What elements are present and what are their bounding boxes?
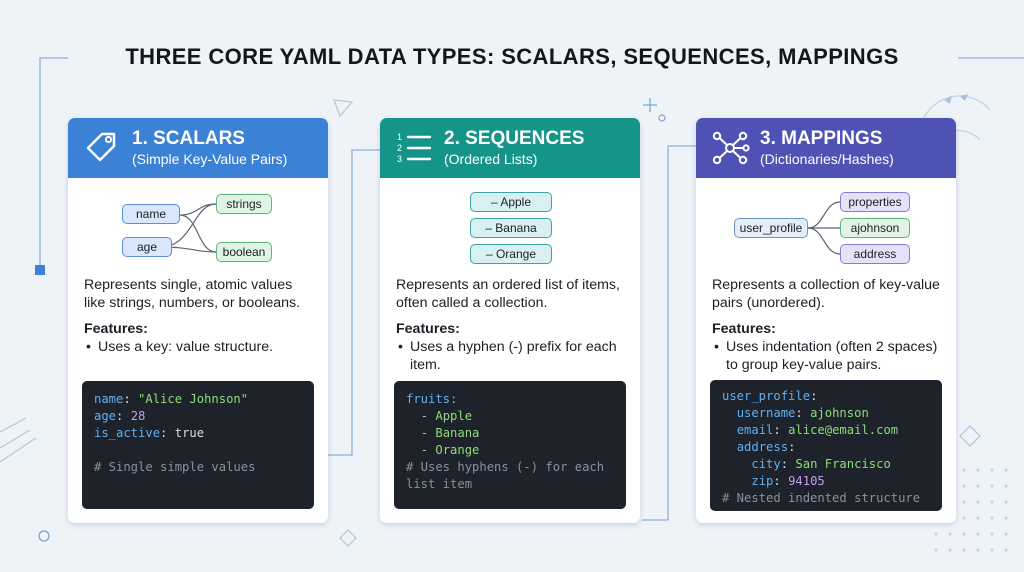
code-value: - Orange bbox=[420, 443, 480, 457]
node-properties: properties bbox=[840, 192, 910, 212]
network-nodes-icon bbox=[712, 131, 750, 165]
sequences-description: Represents an ordered list of items, oft… bbox=[380, 276, 640, 312]
description-line: often called a collection. bbox=[396, 295, 548, 311]
node-strings: strings bbox=[216, 194, 272, 214]
description-line: pairs (unordered). bbox=[712, 295, 825, 311]
code-comment: # Single simple values bbox=[94, 460, 256, 474]
code-value: - Banana bbox=[420, 426, 480, 440]
code-value: 28 bbox=[130, 409, 146, 423]
tag-icon bbox=[86, 132, 116, 162]
node-address: address bbox=[840, 244, 910, 264]
code-comment: # Nested indented structure bbox=[722, 491, 921, 505]
code-value: San Francisco bbox=[795, 457, 891, 471]
code-key: city bbox=[751, 457, 781, 471]
mappings-title: 3. MAPPINGS bbox=[760, 128, 883, 149]
features-title: Features: bbox=[396, 321, 460, 337]
code-key: address bbox=[736, 440, 789, 454]
code-value: alice@email.com bbox=[788, 423, 899, 437]
sequences-diagram: – Apple – Banana – Orange bbox=[380, 178, 640, 276]
code-key: name bbox=[94, 392, 124, 406]
node-user-profile: user_profile bbox=[734, 218, 808, 238]
bullet: • bbox=[86, 339, 91, 355]
mappings-description: Represents a collection of key-value pai… bbox=[696, 276, 956, 312]
node-boolean: boolean bbox=[216, 242, 272, 262]
code-value: ajohnson bbox=[810, 406, 869, 420]
code-key: email bbox=[736, 423, 774, 437]
list-digit: 2 bbox=[397, 143, 402, 153]
code-value: true bbox=[174, 426, 205, 440]
scalars-card-header: 1. SCALARS (Simple Key-Value Pairs) bbox=[68, 118, 328, 178]
mappings-card: 3. MAPPINGS (Dictionaries/Hashes) user_p… bbox=[696, 118, 956, 523]
node-ajohnson: ajohnson bbox=[840, 218, 910, 238]
feature-text: Uses a key: value structure. bbox=[98, 339, 274, 355]
sequences-title: 2. SEQUENCES bbox=[444, 128, 585, 149]
feature-line: Uses indentation (often 2 spaces) bbox=[726, 339, 938, 355]
mappings-diagram: user_profile properties ajohnson address bbox=[696, 178, 956, 276]
code-key: age bbox=[94, 409, 117, 423]
feature-item: • Uses a hyphen (-) prefix for each item… bbox=[380, 338, 640, 374]
list-digit: 1 bbox=[397, 132, 402, 142]
mappings-code-block: user_profile: username: ajohnson email: … bbox=[710, 380, 942, 511]
feature-text: Uses a hyphen (-) prefix for each item. bbox=[410, 338, 617, 374]
scalars-connectors bbox=[159, 203, 217, 253]
code-key: is_active bbox=[94, 426, 161, 440]
scalars-card: 1. SCALARS (Simple Key-Value Pairs) name… bbox=[68, 118, 328, 523]
description-line: Represents single, atomic values bbox=[84, 277, 293, 293]
list-digit: 3 bbox=[397, 154, 402, 164]
features-title: Features: bbox=[84, 321, 148, 337]
code-value: - Apple bbox=[420, 409, 473, 423]
node-banana: – Banana bbox=[470, 218, 552, 238]
sequences-card-header: 1 2 3 2. SEQUENCES (Ordered Lists) bbox=[380, 118, 640, 178]
feature-item: • Uses a key: value structure. bbox=[68, 338, 328, 356]
code-comment: list item bbox=[406, 477, 473, 491]
features-title: Features: bbox=[712, 321, 776, 337]
sequences-code-block: fruits: - Apple - Banana - Orange # Uses… bbox=[394, 381, 626, 509]
feature-line: to group key-value pairs. bbox=[726, 357, 882, 373]
sequences-card: 1 2 3 2. SEQUENCES (Ordered Lists) – App… bbox=[380, 118, 640, 523]
node-name: name bbox=[122, 204, 180, 224]
feature-item: • Uses indentation (often 2 spaces) to g… bbox=[696, 338, 956, 374]
sequences-subtitle: (Ordered Lists) bbox=[444, 151, 538, 167]
scalars-description: Represents single, atomic values like st… bbox=[68, 276, 328, 312]
mappings-connectors bbox=[807, 201, 841, 255]
code-key: fruits: bbox=[406, 392, 458, 406]
node-age: age bbox=[122, 237, 172, 257]
description-line: Represents an ordered list of items, bbox=[396, 277, 620, 293]
code-comment: # Uses hyphens (-) for each bbox=[406, 460, 605, 474]
code-key: username bbox=[736, 406, 796, 420]
page-title: THREE CORE YAML DATA TYPES: SCALARS, SEQ… bbox=[125, 44, 899, 69]
node-apple: – Apple bbox=[470, 192, 552, 212]
mappings-card-header: 3. MAPPINGS (Dictionaries/Hashes) bbox=[696, 118, 956, 178]
numbered-list-icon: 1 2 3 bbox=[397, 132, 432, 164]
code-value: "Alice Johnson" bbox=[138, 392, 249, 406]
node-orange: – Orange bbox=[470, 244, 552, 264]
feature-line: Uses a hyphen (-) prefix for each bbox=[410, 339, 617, 355]
feature-line: item. bbox=[410, 357, 441, 373]
scalars-subtitle: (Simple Key-Value Pairs) bbox=[132, 151, 288, 167]
scalars-code-block: name: "Alice Johnson" age: 28 is_active:… bbox=[82, 381, 314, 509]
scalars-diagram: name age strings boolean bbox=[68, 178, 328, 276]
code-key: zip bbox=[751, 474, 774, 488]
mappings-subtitle: (Dictionaries/Hashes) bbox=[760, 151, 894, 167]
code-key: user_profile bbox=[722, 389, 811, 403]
scalars-title: 1. SCALARS bbox=[132, 128, 245, 149]
description-line: Represents a collection of key-value bbox=[712, 277, 940, 293]
description-line: like strings, numbers, or booleans. bbox=[84, 295, 301, 311]
feature-text: Uses indentation (often 2 spaces) to gro… bbox=[726, 338, 937, 374]
code-value: 94105 bbox=[788, 474, 825, 488]
bullet: • bbox=[714, 339, 719, 355]
bullet: • bbox=[398, 339, 403, 355]
